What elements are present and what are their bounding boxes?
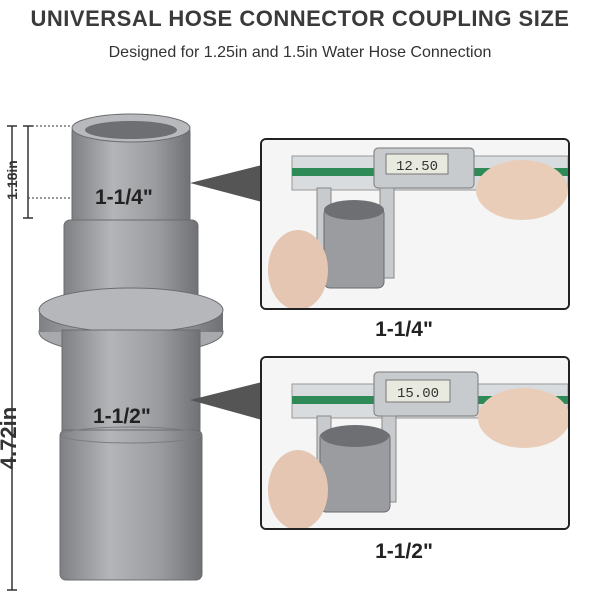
photo-caption-bottom: 1-1/2" — [375, 540, 433, 563]
connector-top-size-label: 1-1/4" — [95, 186, 153, 209]
caliper-reading-top: 12.50 — [396, 159, 438, 175]
caliper-photo-bottom: 15.00 — [260, 356, 570, 530]
photo-caption-top: 1-1/4" — [375, 318, 433, 341]
caliper-measurement-image-2: 15.00 — [262, 358, 568, 528]
caliper-measurement-image: 12.50 — [262, 140, 568, 308]
page-title: UNIVERSAL HOSE CONNECTOR COUPLING SIZE — [30, 6, 570, 31]
caliper-reading-bottom: 15.00 — [397, 386, 439, 402]
page-subtitle: Designed for 1.25in and 1.5in Water Hose… — [108, 44, 492, 61]
caliper-photo-top: 12.50 — [260, 138, 570, 310]
connector-bottom-size-label: 1-1/2" — [93, 405, 151, 428]
hose-connector-image — [38, 113, 224, 581]
